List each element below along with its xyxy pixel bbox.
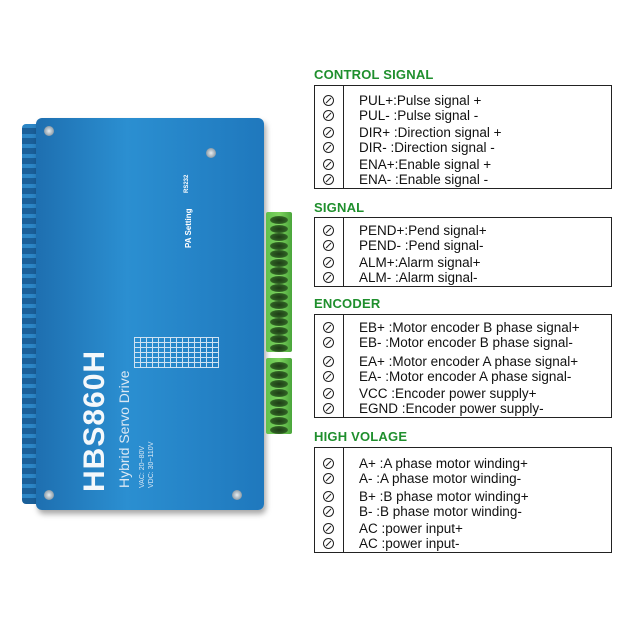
screw-terminal-icon xyxy=(323,257,334,268)
screw-terminal-icon xyxy=(323,403,334,414)
section-title-encoder: ENCODER xyxy=(314,296,381,311)
pin-row: EA- :Motor encoder A phase signal- xyxy=(315,369,611,384)
terminal-screw-icon xyxy=(270,318,288,327)
pin-row: EB- :Motor encoder B phase signal- xyxy=(315,335,611,350)
power-spec: VAC: 20~80V VDC: 30~110V xyxy=(139,441,155,488)
device-subtitle: Hybrid Servo Drive xyxy=(116,370,132,488)
terminal-screw-icon xyxy=(270,233,288,242)
terminal-screw-icon xyxy=(270,344,288,352)
terminal-screw-icon xyxy=(270,326,288,335)
terminal-screw-icon xyxy=(270,335,288,344)
pin-row: PUL- :Pulse signal - xyxy=(315,108,611,123)
pin-row: PEND- :Pend signal- xyxy=(315,238,611,253)
terminal-screw-icon xyxy=(270,275,288,284)
pin-row: B- :B phase motor winding- xyxy=(315,504,611,519)
pin-row: DIR+ :Direction signal + xyxy=(315,125,611,140)
pin-row: EB+ :Motor encoder B phase signal+ xyxy=(315,320,611,335)
pin-row: AC :power input- xyxy=(315,536,611,551)
pulse-table xyxy=(134,337,219,368)
terminal-screw-icon xyxy=(270,216,288,224)
pin-row: VCC :Encoder power supply+ xyxy=(315,386,611,401)
pinout-box-signal: PEND+:Pend signal+ PEND- :Pend signal- A… xyxy=(314,217,612,287)
terminal-screw-icon xyxy=(270,362,288,370)
power-terminal-block xyxy=(266,358,292,434)
drive-housing: HBS860H Hybrid Servo Drive VAC: 20~80V V… xyxy=(36,118,264,510)
terminal-screw-icon xyxy=(270,284,288,293)
terminal-screw-icon xyxy=(270,426,288,434)
pulse-table-cell xyxy=(212,357,219,363)
screw-terminal-icon xyxy=(323,127,334,138)
screw-terminal-icon xyxy=(323,159,334,170)
screw-terminal-icon xyxy=(323,388,334,399)
terminal-screw-icon xyxy=(270,389,288,398)
screw-terminal-icon xyxy=(323,356,334,367)
screw-terminal-icon xyxy=(323,110,334,121)
screw-terminal-icon xyxy=(323,491,334,502)
terminal-screw-icon xyxy=(270,258,288,267)
screw-terminal-icon xyxy=(323,538,334,549)
pin-row: EA+ :Motor encoder A phase signal+ xyxy=(315,354,611,369)
screw-terminal-icon xyxy=(323,371,334,382)
pulse-table-cell xyxy=(212,352,219,358)
terminal-screw-icon xyxy=(270,398,288,407)
pin-row: PEND+:Pend signal+ xyxy=(315,223,611,238)
pulse-table-cell xyxy=(212,337,219,343)
pinout-box-encoder: EB+ :Motor encoder B phase signal+ EB- :… xyxy=(314,314,612,418)
signal-terminal-block xyxy=(266,212,292,352)
pin-row: PUL+:Pulse signal + xyxy=(315,93,611,108)
terminal-screw-icon xyxy=(270,371,288,380)
terminal-screw-icon xyxy=(270,241,288,250)
screw-icon xyxy=(232,490,242,500)
terminal-screw-icon xyxy=(270,292,288,301)
screw-terminal-icon xyxy=(323,95,334,106)
pulse-table-cell xyxy=(212,342,219,348)
rs232-label: RS232 xyxy=(184,174,190,193)
terminal-screw-icon xyxy=(270,380,288,389)
terminal-screw-icon xyxy=(270,267,288,276)
screw-terminal-icon xyxy=(323,506,334,517)
pin-row: ALM- :Alarm signal- xyxy=(315,270,611,285)
screw-terminal-icon xyxy=(323,337,334,348)
screw-terminal-icon xyxy=(323,523,334,534)
screw-terminal-icon xyxy=(323,174,334,185)
section-title-signal: SIGNAL xyxy=(314,200,365,215)
pin-row: B+ :B phase motor winding+ xyxy=(315,489,611,504)
terminal-screw-icon xyxy=(270,407,288,416)
terminal-screw-icon xyxy=(270,250,288,259)
pin-row: EGND :Encoder power supply- xyxy=(315,401,611,416)
section-title-high-voltage: HIGH VOLAGE xyxy=(314,429,408,444)
pin-row: AC :power input+ xyxy=(315,521,611,536)
pin-row: DIR- :Direction signal - xyxy=(315,140,611,155)
terminal-screw-icon xyxy=(270,309,288,318)
pinout-box-control-signal: PUL+:Pulse signal + PUL- :Pulse signal -… xyxy=(314,85,612,189)
screw-terminal-icon xyxy=(323,240,334,251)
pulse-table-cell xyxy=(212,362,219,368)
pin-row: A+ :A phase motor winding+ xyxy=(315,456,611,471)
pulse-table-cell xyxy=(212,347,219,353)
terminal-screw-icon xyxy=(270,301,288,310)
pa-setting-label: PA Setting xyxy=(184,208,193,248)
pinout-box-high-voltage: A+ :A phase motor winding+ A- :A phase m… xyxy=(314,447,612,553)
screw-terminal-icon xyxy=(323,458,334,469)
screw-icon xyxy=(44,126,54,136)
screw-terminal-icon xyxy=(323,225,334,236)
pin-row: ENA- :Enable signal - xyxy=(315,172,611,187)
pulse-table-row xyxy=(212,337,219,368)
pin-row: A- :A phase motor winding- xyxy=(315,471,611,486)
screw-terminal-icon xyxy=(323,322,334,333)
pin-row: ALM+:Alarm signal+ xyxy=(315,255,611,270)
screw-terminal-icon xyxy=(323,272,334,283)
screw-icon xyxy=(206,148,216,158)
servo-drive-image: HBS860H Hybrid Servo Drive VAC: 20~80V V… xyxy=(22,118,294,518)
pin-row: ENA+:Enable signal + xyxy=(315,157,611,172)
terminal-screw-icon xyxy=(270,416,288,425)
front-label-panel: HBS860H Hybrid Servo Drive VAC: 20~80V V… xyxy=(74,158,264,498)
section-title-control-signal: CONTROL SIGNAL xyxy=(314,67,434,82)
model-name: HBS860H xyxy=(78,349,111,492)
terminal-screw-icon xyxy=(270,224,288,233)
screw-icon xyxy=(44,490,54,500)
screw-terminal-icon xyxy=(323,473,334,484)
screw-terminal-icon xyxy=(323,142,334,153)
